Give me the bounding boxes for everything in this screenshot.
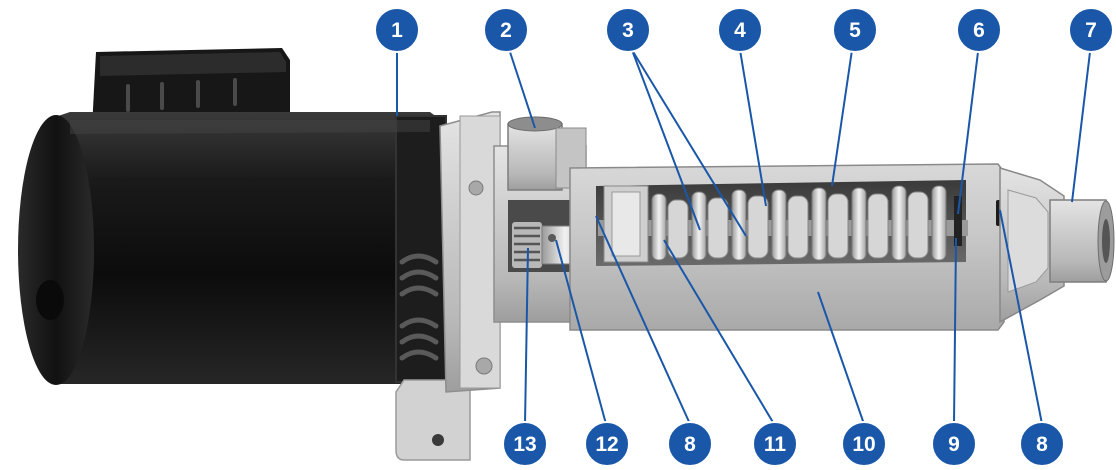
callout-label: 9 xyxy=(948,433,960,456)
suction-port xyxy=(507,123,563,191)
callout-label: 8 xyxy=(684,433,696,456)
leader-2 xyxy=(509,51,536,129)
impeller-stage xyxy=(931,185,947,261)
callout-label: 12 xyxy=(595,433,618,456)
callout-label: 1 xyxy=(391,19,403,42)
callout-badge: 3 xyxy=(605,7,651,53)
callout-badge: 5 xyxy=(832,7,878,53)
impeller-stage xyxy=(731,189,769,261)
motor-bracket xyxy=(395,111,598,461)
callout-label: 10 xyxy=(852,433,875,456)
motor xyxy=(18,48,452,385)
callout-label: 2 xyxy=(500,19,512,42)
tie-rod xyxy=(954,196,962,246)
impeller-stages xyxy=(651,185,947,261)
leader-11 xyxy=(663,239,775,425)
pump-casing xyxy=(569,163,1005,331)
callout-badge: 10 xyxy=(841,421,887,467)
callout-label: 5 xyxy=(849,19,861,42)
callout-label: 4 xyxy=(734,19,746,42)
leader-8b xyxy=(999,209,1043,425)
callout-badge: 6 xyxy=(956,7,1002,53)
impeller-stage xyxy=(891,185,929,261)
callout-badge: 2 xyxy=(483,7,529,53)
leader-8a xyxy=(595,215,691,425)
impeller-stage xyxy=(771,189,809,261)
callout-badge: 8 xyxy=(667,421,713,467)
callout-label: 3 xyxy=(622,19,634,42)
leader-10 xyxy=(817,291,865,425)
callout-badge: 11 xyxy=(752,421,798,467)
callout-label: 6 xyxy=(973,19,985,42)
callout-label: 7 xyxy=(1085,19,1097,42)
motor-end-cap xyxy=(18,115,94,385)
callout-badge: 9 xyxy=(931,421,977,467)
callout-badge: 13 xyxy=(502,421,548,467)
impeller-stage xyxy=(691,191,729,261)
motor-body xyxy=(36,112,452,384)
discharge-head xyxy=(999,166,1115,324)
callouts-bottom: 13 12 8 11 10 9 xyxy=(502,421,1065,467)
callout-badge: 4 xyxy=(717,7,763,53)
leader-12 xyxy=(555,239,607,425)
callout-label: 8 xyxy=(1036,433,1048,456)
mounting-foot xyxy=(395,379,471,461)
leader-7 xyxy=(1071,51,1091,203)
motor-cooling-vents xyxy=(399,253,439,361)
leader-4 xyxy=(739,49,767,207)
callout-badge: 7 xyxy=(1068,7,1114,53)
callout-label: 13 xyxy=(513,433,536,456)
callouts-top: 1 2 3 4 5 6 7 xyxy=(374,7,1114,53)
impeller-stage xyxy=(851,187,889,261)
leader-lines xyxy=(396,49,1091,425)
leader-9 xyxy=(953,237,957,425)
callout-label: 11 xyxy=(764,433,787,456)
leader-5 xyxy=(831,49,853,187)
leader-3b xyxy=(631,49,747,237)
leader-3a xyxy=(631,49,701,231)
callout-badge: 8 xyxy=(1019,421,1065,467)
conduit-box-vents xyxy=(126,78,237,112)
callout-badge: 12 xyxy=(584,421,630,467)
impeller-stage xyxy=(651,193,689,261)
leader-6 xyxy=(957,51,979,215)
leader-13 xyxy=(524,247,529,425)
impeller-stage xyxy=(811,187,849,261)
callout-badge: 1 xyxy=(374,7,420,53)
mechanical-seal-spring xyxy=(512,222,542,268)
